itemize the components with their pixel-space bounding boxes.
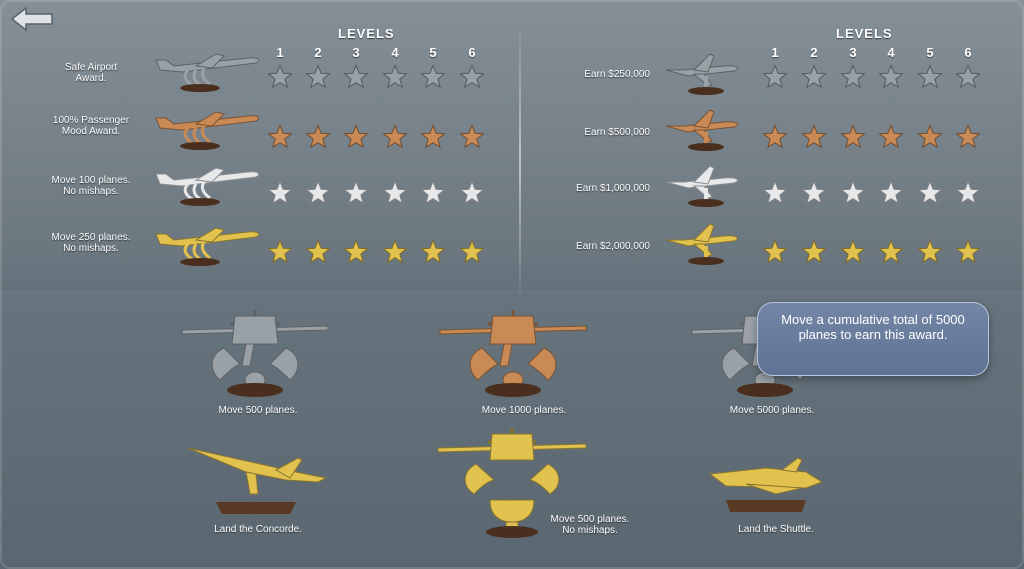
award-label-earn-1m: Earn $1,000,000	[576, 183, 650, 194]
award-caption-move-500: Move 500 planes.	[218, 405, 298, 416]
level-star-icon	[305, 180, 331, 205]
level-star-icon	[762, 124, 788, 149]
level-star-icon	[955, 64, 981, 89]
airliner-trophy-icon[interactable]	[152, 104, 264, 152]
level-number: 6	[468, 45, 476, 60]
level-star-icon	[840, 64, 866, 89]
level-star-icon	[459, 239, 485, 264]
award-caption-move-1000: Move 1000 planes.	[481, 405, 567, 416]
level-star-icon	[382, 239, 408, 264]
level-star-icon	[420, 180, 446, 205]
level-star-icon	[343, 124, 369, 149]
level-star-icon	[762, 64, 788, 89]
award-label-earn-500k: Earn $500,000	[584, 127, 650, 138]
level-star-icon	[801, 64, 827, 89]
level-number: 5	[926, 45, 934, 60]
level-star-icon	[801, 180, 827, 205]
back-arrow-icon[interactable]	[10, 6, 56, 32]
level-number: 5	[429, 45, 437, 60]
right-levels-header: LEVELS	[836, 26, 893, 41]
jet-trophy-icon[interactable]	[664, 50, 746, 98]
cargo-plane-cup-trophy-icon[interactable]	[436, 424, 588, 540]
level-star-icon	[840, 180, 866, 205]
level-star-icon	[305, 124, 331, 149]
airliner-trophy-icon[interactable]	[152, 220, 264, 268]
award-label-move-250: Move 250 planes.No mishaps.	[51, 232, 131, 254]
level-star-icon	[382, 180, 408, 205]
level-star-icon	[420, 124, 446, 149]
level-star-icon	[955, 124, 981, 149]
award-caption-shuttle: Land the Shuttle.	[738, 524, 814, 535]
award-label-earn-250k: Earn $250,000	[584, 69, 650, 80]
jet-trophy-icon[interactable]	[664, 106, 746, 154]
level-star-icon	[878, 180, 904, 205]
airliner-trophy-icon[interactable]	[152, 160, 264, 208]
level-star-icon	[420, 64, 446, 89]
jet-trophy-icon[interactable]	[664, 220, 746, 268]
level-star-icon	[343, 64, 369, 89]
level-star-icon	[801, 239, 827, 264]
level-star-icon	[840, 124, 866, 149]
award-label-earn-2m: Earn $2,000,000	[576, 241, 650, 252]
award-caption-move-5000: Move 5000 planes.	[729, 405, 815, 416]
level-star-icon	[382, 124, 408, 149]
cargo-plane-wings-trophy-icon[interactable]	[438, 304, 588, 400]
jet-trophy-icon[interactable]	[664, 162, 746, 210]
concorde-trophy-icon[interactable]	[186, 442, 330, 522]
level-star-icon	[459, 180, 485, 205]
level-star-icon	[305, 64, 331, 89]
level-star-icon	[955, 180, 981, 205]
level-star-icon	[267, 239, 293, 264]
cargo-plane-wings-trophy-icon[interactable]	[180, 304, 330, 400]
level-number: 3	[849, 45, 857, 60]
level-star-icon	[459, 124, 485, 149]
level-number: 4	[391, 45, 399, 60]
level-star-icon	[267, 180, 293, 205]
left-levels-header: LEVELS	[338, 26, 395, 41]
level-star-icon	[917, 124, 943, 149]
level-star-icon	[382, 64, 408, 89]
level-number: 6	[964, 45, 972, 60]
level-star-icon	[801, 124, 827, 149]
level-number: 4	[887, 45, 895, 60]
level-star-icon	[762, 239, 788, 264]
airliner-trophy-icon[interactable]	[152, 46, 264, 94]
level-star-icon	[762, 180, 788, 205]
level-number: 2	[810, 45, 818, 60]
level-star-icon	[840, 239, 866, 264]
award-caption-concorde: Land the Concorde.	[214, 524, 302, 535]
level-number: 1	[276, 45, 284, 60]
level-star-icon	[878, 64, 904, 89]
level-star-icon	[917, 239, 943, 264]
level-number: 1	[771, 45, 779, 60]
level-star-icon	[267, 124, 293, 149]
level-number: 3	[352, 45, 360, 60]
award-caption-move-500-no-mishaps: Move 500 planes.No mishaps.	[550, 514, 630, 536]
level-star-icon	[343, 180, 369, 205]
level-star-icon	[878, 124, 904, 149]
award-label-move-100: Move 100 planes.No mishaps.	[51, 175, 131, 197]
level-number: 2	[314, 45, 322, 60]
level-star-icon	[459, 64, 485, 89]
level-star-icon	[917, 64, 943, 89]
level-star-icon	[420, 239, 446, 264]
level-star-icon	[343, 239, 369, 264]
level-star-icon	[917, 180, 943, 205]
level-star-icon	[955, 239, 981, 264]
award-tooltip: Move a cumulative total of 5000 planes t…	[757, 302, 989, 376]
panel-divider	[519, 28, 521, 294]
level-star-icon	[305, 239, 331, 264]
shuttle-trophy-icon[interactable]	[706, 454, 826, 520]
level-star-icon	[878, 239, 904, 264]
level-star-icon	[267, 64, 293, 89]
